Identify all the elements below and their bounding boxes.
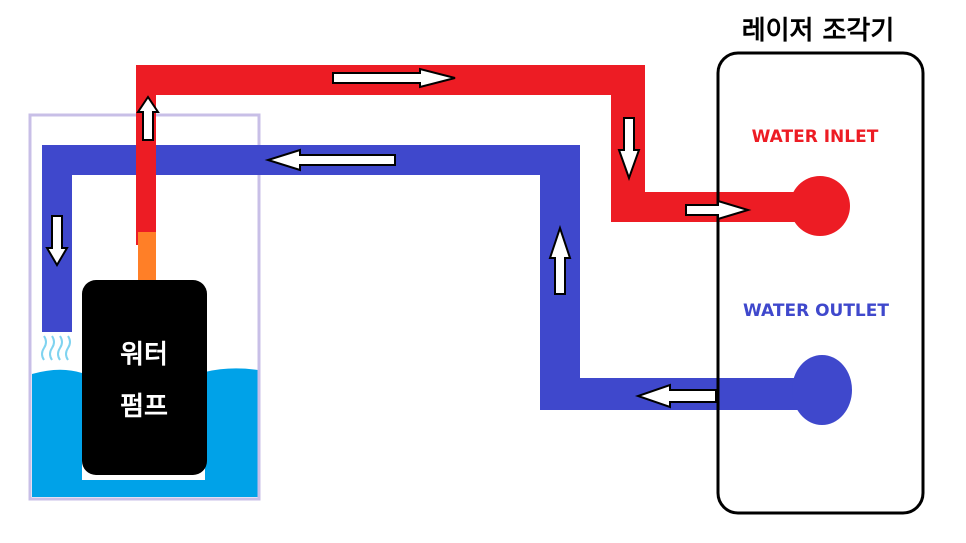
laser-engraver-box	[716, 51, 925, 515]
arrow-left-icon	[634, 383, 717, 409]
pump-label-line1: 워터	[120, 340, 168, 370]
water-splash-icon	[41, 335, 71, 361]
arrow-down-icon	[45, 215, 69, 267]
arrow-up-icon	[136, 95, 160, 141]
inlet-port	[790, 176, 850, 236]
arrow-right-icon	[685, 199, 752, 221]
water-fill	[32, 368, 258, 497]
water-pump	[82, 280, 207, 475]
water-inlet-label: WATER INLET	[752, 127, 879, 147]
water-outlet-label: WATER OUTLET	[743, 301, 889, 321]
arrow-left-icon	[264, 148, 396, 172]
arrow-right-icon	[332, 67, 456, 89]
arrow-up-icon	[548, 224, 572, 295]
arrow-down-icon	[617, 117, 641, 181]
water-tank	[28, 113, 261, 501]
outlet-port	[792, 355, 852, 425]
flow-arrows	[45, 67, 752, 409]
pump-label-line2: 펌프	[120, 392, 168, 422]
pump-nozzle	[138, 232, 156, 282]
engraver-title: 레이저 조각기	[742, 16, 895, 46]
